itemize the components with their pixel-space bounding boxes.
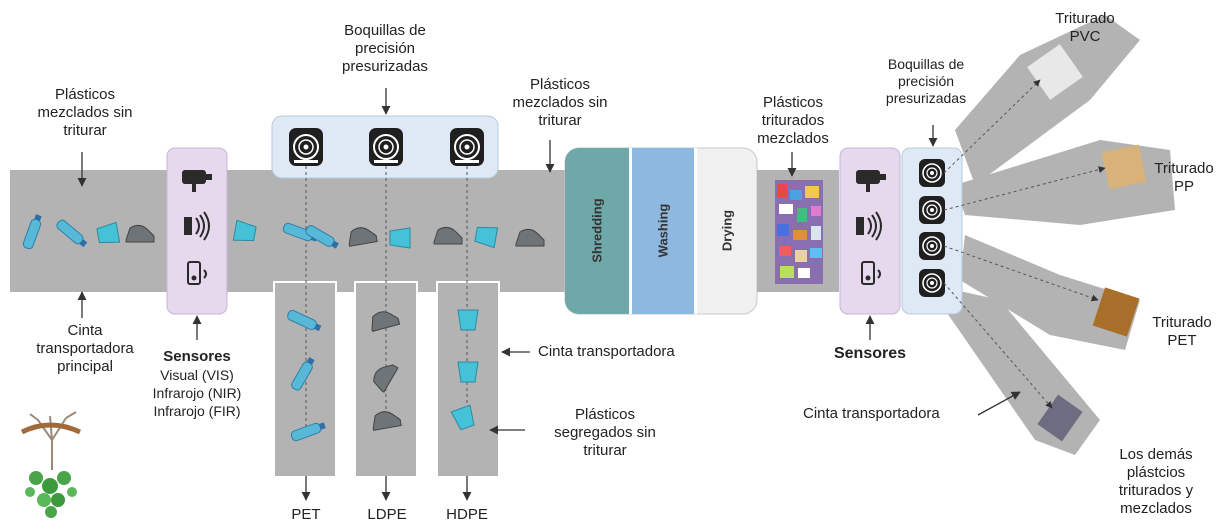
label-washing: Washing xyxy=(655,203,671,258)
nozzle-icon xyxy=(918,231,946,261)
label-conveyor-mid: Cinta transportadora xyxy=(538,343,675,360)
label-mixed-unshredded-left: Plásticos mezclados sin triturar xyxy=(37,86,133,139)
nozzle-icon xyxy=(918,158,946,188)
nozzle-icon xyxy=(288,127,324,167)
pp-sample xyxy=(1101,144,1147,190)
label-shredded-mixed: Plásticos triturados mezclados xyxy=(757,94,829,147)
nozzle-icon xyxy=(918,268,946,298)
label-out-pvc: Triturado PVC xyxy=(1055,10,1115,45)
label-drying: Drying xyxy=(719,209,735,252)
plastic-item xyxy=(389,227,411,249)
label-out-rest: Los demás plástcios triturados y mezclad… xyxy=(1118,446,1194,517)
label-sensors-left: Sensores Visual (VIS) Infrarojo (NIR) In… xyxy=(152,348,242,419)
tree-logo-icon xyxy=(20,411,82,518)
label-conveyor-right: Cinta transportadora xyxy=(803,405,940,422)
nozzle-icon xyxy=(918,195,946,225)
label-mixed-unshredded-mid: Plásticos mezclados sin triturar xyxy=(512,76,608,129)
label-segregated: Plásticos segregados sin triturar xyxy=(554,406,656,459)
nozzle-box-right xyxy=(901,147,963,315)
nozzle-icon xyxy=(449,127,485,167)
mixed-sample xyxy=(1037,394,1083,442)
label-out-pp: Triturado PP xyxy=(1154,160,1214,195)
label-sensors-right: Sensores xyxy=(833,345,907,362)
pvc-sample xyxy=(1027,44,1083,100)
pet-sample xyxy=(1092,287,1140,337)
label-bin-pet: PET xyxy=(291,506,321,523)
label-shredding: Shredding xyxy=(589,198,605,263)
label-nozzles-right: Boquillas de precisión presurizadas xyxy=(885,56,967,106)
label-bin-hdpe: HDPE xyxy=(446,506,488,523)
shredded-mix-texture xyxy=(777,184,822,278)
label-main-belt: Cinta transportadora principal xyxy=(36,322,134,375)
washing-block xyxy=(632,148,694,314)
label-nozzles-top: Boquillas de precisión presurizadas xyxy=(342,22,428,75)
nozzle-icon xyxy=(368,127,404,167)
label-out-pet: Triturado PET xyxy=(1152,314,1212,349)
sorted-hdpe xyxy=(457,309,479,331)
sorted-hdpe xyxy=(457,361,479,383)
label-bin-ldpe: LDPE xyxy=(367,506,407,523)
